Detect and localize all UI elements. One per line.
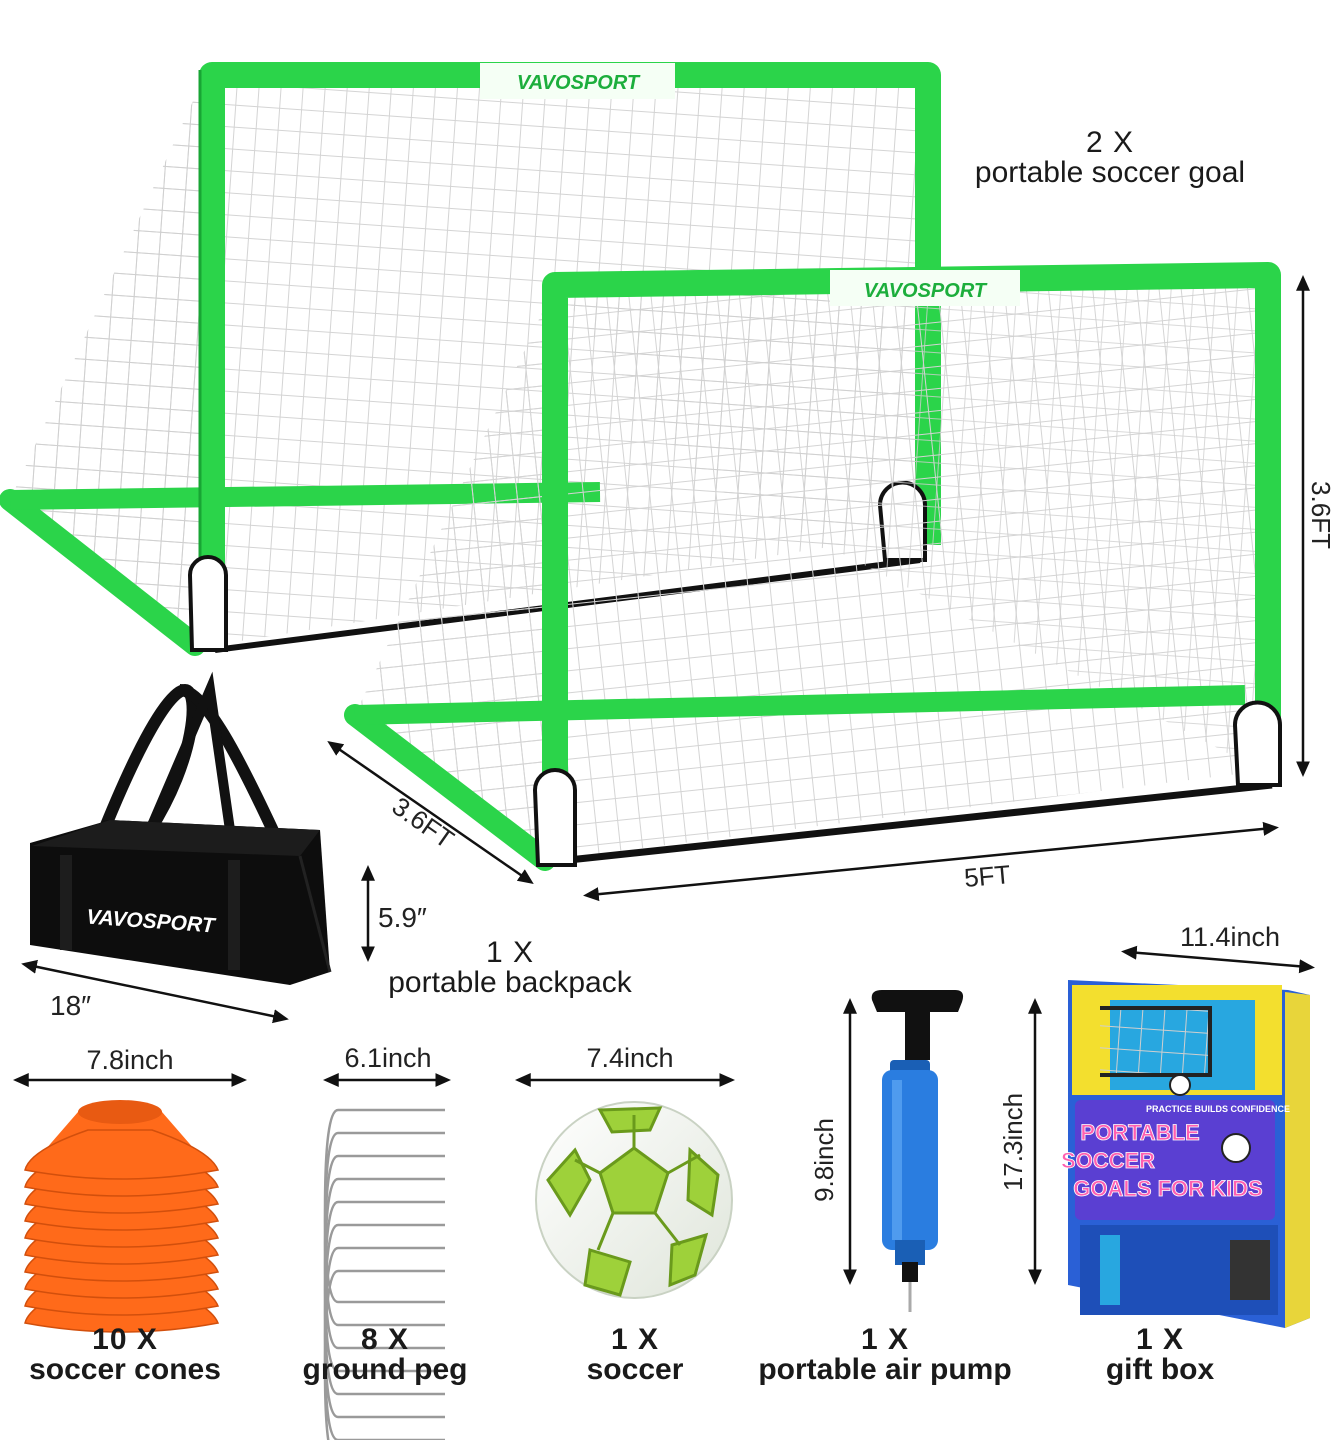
ground-peg	[323, 1154, 445, 1350]
ground-peg	[323, 1131, 445, 1327]
peg-label: 8 X ground peg	[290, 1325, 480, 1385]
ground-peg	[323, 1108, 445, 1304]
cones-stack	[24, 1100, 220, 1333]
cone	[24, 1129, 220, 1180]
soccer-label: 1 X soccer	[545, 1325, 725, 1385]
goal-height-dim: 3.6FT	[1306, 481, 1335, 549]
giftbox-line2: SOCCER	[1061, 1148, 1155, 1173]
peg-name: ground peg	[302, 1353, 468, 1386]
soccer-ball	[535, 1101, 733, 1299]
pump-label: 1 X portable air pump	[745, 1325, 1025, 1385]
goals-label: 2 X portable soccer goal	[945, 128, 1275, 188]
cones-qty: 10 X	[92, 1323, 158, 1356]
goal-depth-arrow	[327, 741, 534, 884]
ground-peg	[323, 1223, 445, 1419]
giftbox-banner: PRACTICE BUILDS CONFIDENCE	[1146, 1104, 1290, 1114]
gift-box: PRACTICE BUILDS CONFIDENCE PORTABLE SOCC…	[1061, 980, 1310, 1328]
backpack-height-dim: 5.9″	[378, 902, 427, 933]
backpack-width-dim: 18″	[50, 990, 91, 1021]
goal-width-arrow	[583, 821, 1279, 902]
backpack-name: portable backpack	[388, 966, 632, 999]
giftbox-height-dim: 17.3inch	[998, 1093, 1028, 1191]
cones-name: soccer cones	[29, 1353, 221, 1386]
backpack-width-arrow	[21, 959, 289, 1024]
soccer-qty: 1 X	[610, 1323, 660, 1356]
giftbox-name: gift box	[1105, 1353, 1215, 1386]
goals-qty: 2 X	[1085, 126, 1135, 159]
soccer-dim: 7.4inch	[586, 1043, 674, 1073]
goal-back-logo: VAVOSPORT	[517, 72, 641, 94]
giftbox-line3: GOALS FOR KIDS	[1073, 1176, 1262, 1201]
goal-front-logo: VAVOSPORT	[864, 280, 988, 302]
giftbox-width-arrow	[1121, 945, 1315, 974]
goal-width-dim: 5FT	[963, 859, 1012, 893]
goal-depth-dim: 3.6FT	[387, 791, 460, 855]
pump-height-dim: 9.8inch	[809, 1118, 839, 1202]
cones-dim: 7.8inch	[86, 1045, 174, 1075]
backpack: VAVOSPORT	[30, 671, 332, 985]
giftbox-width-dim: 11.4inch	[1179, 922, 1281, 952]
cones-label: 10 X soccer cones	[20, 1325, 230, 1385]
ground-pegs	[323, 1108, 445, 1440]
backpack-qty: 1 X	[485, 936, 535, 969]
goals-name: portable soccer goal	[974, 156, 1246, 189]
giftbox-line1: PORTABLE	[1080, 1120, 1199, 1145]
cone-top	[78, 1100, 162, 1124]
peg-dim: 6.1inch	[344, 1043, 432, 1073]
giftbox-label: 1 X gift box	[1080, 1325, 1240, 1385]
peg-qty: 8 X	[360, 1323, 410, 1356]
backpack-label: 1 X portable backpack	[365, 938, 655, 998]
pump-name: portable air pump	[758, 1353, 1012, 1386]
soccer-name: soccer	[586, 1353, 684, 1386]
giftbox-qty: 1 X	[1135, 1323, 1185, 1356]
air-pump	[871, 990, 964, 1312]
pump-qty: 1 X	[860, 1323, 910, 1356]
ground-peg	[323, 1269, 445, 1440]
